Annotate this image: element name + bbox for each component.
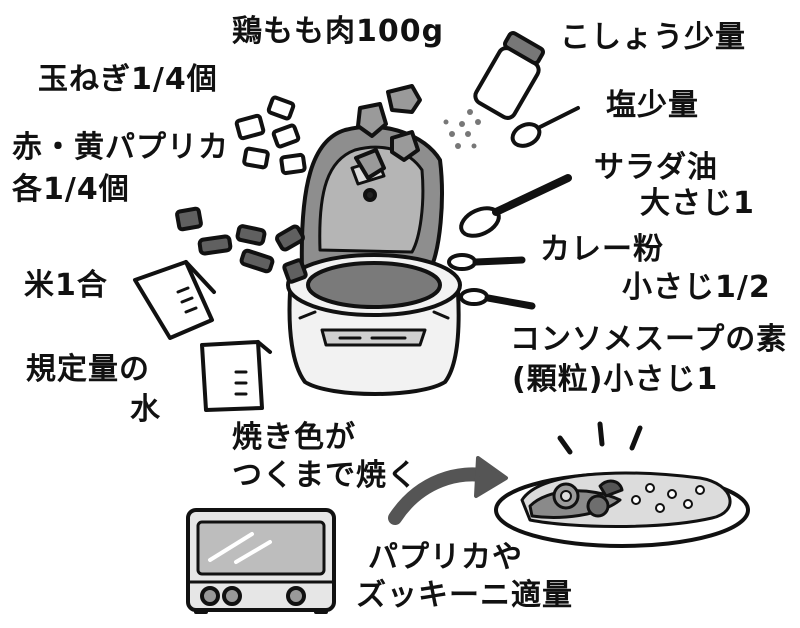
label-rice: 米1合 bbox=[24, 268, 108, 303]
label-water-line2: 水 bbox=[130, 392, 161, 427]
chicken-pieces bbox=[354, 84, 422, 180]
label-paprika-line2: 各1/4個 bbox=[12, 172, 130, 207]
label-consomme-line2: (顆粒)小さじ1 bbox=[512, 362, 719, 397]
paprika-pieces bbox=[175, 206, 308, 284]
label-topping-line2: ズッキーニ適量 bbox=[356, 578, 573, 613]
label-curry-powder-line1: カレー粉 bbox=[540, 232, 664, 267]
label-onion: 玉ねぎ1/4個 bbox=[38, 62, 218, 97]
label-chicken: 鶏もも肉100g bbox=[232, 14, 445, 49]
label-water-line1: 規定量の bbox=[26, 352, 150, 387]
curry-rice-plate-icon bbox=[494, 421, 750, 548]
label-bake-line1: 焼き色が bbox=[232, 420, 356, 455]
label-salad-oil-line2: 大さじ1 bbox=[640, 186, 755, 221]
measuring-cup-icon bbox=[133, 260, 272, 412]
label-bake-line2: つくまで焼く bbox=[232, 458, 418, 493]
label-consomme-line1: コンソメスープの素 bbox=[510, 322, 788, 357]
onion-pieces bbox=[234, 95, 307, 176]
label-curry-powder-line2: 小さじ1/2 bbox=[622, 270, 771, 305]
label-topping-line1: パプリカや bbox=[368, 540, 523, 575]
label-paprika-line1: 赤・黄パプリカ bbox=[12, 130, 229, 165]
rice-cooker-icon bbox=[286, 124, 462, 396]
label-salt: 塩少量 bbox=[606, 88, 699, 123]
label-pepper: こしょう少量 bbox=[560, 20, 746, 55]
toaster-oven-icon bbox=[186, 508, 336, 614]
pepper-shaker-icon bbox=[443, 31, 545, 149]
label-salad-oil-line1: サラダ油 bbox=[594, 150, 718, 185]
measuring-spoon-icon bbox=[447, 106, 580, 310]
arrow-icon bbox=[388, 456, 508, 525]
